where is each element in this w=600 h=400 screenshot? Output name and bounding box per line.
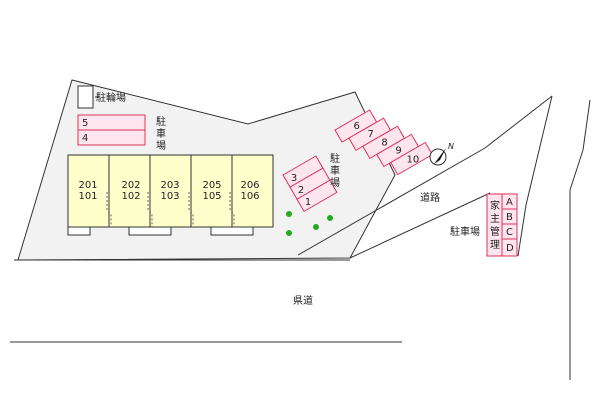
north-arrow-icon: N: [429, 142, 454, 166]
unit-upper-number: 203: [160, 180, 179, 191]
parking-space: [390, 141, 434, 176]
unit-upper-number: 206: [240, 180, 259, 191]
parking-space: [296, 179, 338, 213]
svg-text:N: N: [448, 142, 454, 151]
parking-space-number: 2: [298, 185, 304, 196]
parking-center-small: 3 2 1: [282, 155, 338, 213]
parking-space-number: 9: [395, 145, 401, 156]
parking-left-label: 駐: [156, 115, 166, 128]
tree-icon: [286, 211, 292, 217]
parking-space-letter: B: [506, 212, 513, 223]
unit-lower-number: 101: [78, 191, 97, 202]
parking-space-letter: A: [506, 197, 513, 208]
parking-left: 5 4: [77, 114, 146, 146]
unit-lower-number: 106: [240, 191, 259, 202]
parking-center-label: 駐: [330, 152, 340, 165]
unit-lower-number: 105: [202, 191, 221, 202]
road-label: 道路: [420, 191, 440, 204]
parking-left-label: 場: [156, 139, 166, 152]
parking-space-number: 10: [407, 155, 420, 166]
apartment-building: 201 101 202 102 203 103 205 105 206 106: [67, 154, 274, 236]
parking-center-large: 6 7 8 9 10: [334, 109, 434, 176]
tree-icon: [313, 224, 319, 230]
owner-managed-label: 主: [490, 213, 500, 225]
parking-space-number: 1: [305, 197, 311, 208]
parking-space-number: 4: [82, 133, 88, 144]
owner-managed-label: 家: [490, 199, 500, 212]
parking-space-number: 6: [354, 121, 360, 132]
trees: [286, 211, 333, 236]
unit-lower-number: 102: [121, 191, 140, 202]
tree-icon: [286, 230, 292, 236]
prefectural-road-label: 県道: [293, 294, 313, 307]
parking-space-number: 8: [381, 137, 387, 148]
parking-space-number: 5: [82, 118, 88, 129]
road-lines: [10, 95, 591, 380]
owner-managed-label: 管: [490, 225, 500, 238]
bicycle-parking-box: [77, 85, 94, 109]
unit-upper-number: 202: [121, 180, 140, 191]
unit-lower-number: 103: [160, 191, 179, 202]
unit-upper-number: 205: [202, 180, 221, 191]
unit-upper-number: 201: [78, 180, 97, 191]
owner-managed-label: 理: [490, 239, 500, 251]
parking-center-label: 場: [330, 176, 340, 189]
parking-right: 家 主 管 理 A B C D: [486, 193, 518, 257]
parking-space-number: 7: [367, 129, 373, 140]
parking-left-label: 車: [156, 127, 166, 140]
parking-center-label: 車: [330, 164, 340, 177]
parking-space: [77, 129, 146, 146]
parking-space-number: 3: [291, 173, 297, 184]
parking-space-letter: C: [506, 227, 513, 238]
tree-icon: [327, 215, 333, 221]
parking-right-label: 駐車場: [450, 225, 480, 238]
bicycle-parking-label: 駐輪場: [96, 91, 126, 104]
parking-space-letter: D: [506, 243, 514, 254]
